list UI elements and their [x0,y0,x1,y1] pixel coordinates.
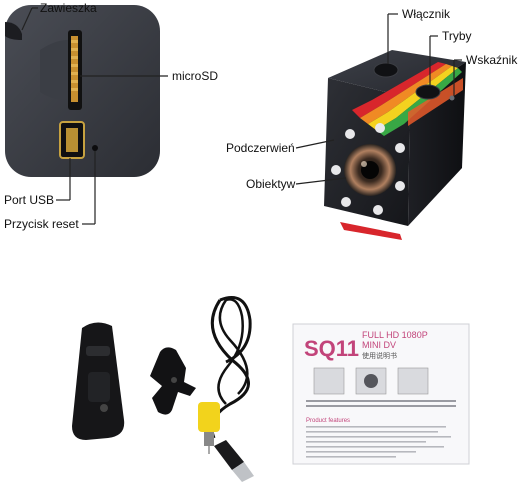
power-label: Włącznik [402,7,451,21]
indicator-light [449,95,455,101]
rainbow-stripe-orange [360,64,452,124]
reset-label: Przycisk reset [4,217,79,231]
bottom-stripe [340,222,402,240]
manual-heading-1: FULL HD 1080P [362,330,428,340]
camera-cube-view [324,50,466,240]
infrared-label: Podczerwień [226,141,295,155]
manual-caption-lines [306,400,456,407]
power-button [373,62,399,78]
rainbow-stripe-red [352,62,446,118]
side-rainbow [408,78,463,126]
manual-heading-3: 使用说明书 [362,351,397,360]
indicator-label: Wskaźnik [466,53,518,67]
slot-recess [40,40,68,100]
infrared-leader-line [295,139,335,149]
manual-text-lines [306,426,451,458]
modes-label: Tryby [442,29,472,43]
reset-hole [92,145,98,151]
lens-leader-line [295,177,347,185]
camera-back-view [5,5,160,177]
usb-port-inner [66,128,78,152]
user-manual: SQ11 FULL HD 1080P MINI DV 使用说明书 Product… [292,323,470,465]
rainbow-stripe-green [376,68,462,136]
manual-features-title: Product features [306,418,350,424]
hook-notch [5,22,22,40]
microsd-teeth [71,40,78,91]
microsd-label: microSD [172,69,218,83]
rainbow-stripe-yellow [368,66,458,130]
cube-top-face [328,50,466,98]
bracket-mount [150,347,196,415]
lens-highlight [361,161,367,167]
usb-port-label: Port USB [4,193,54,207]
hook-leader-line [21,7,33,31]
ir-led-ring [331,123,405,215]
microsd-card [71,36,78,102]
manual-model: SQ11 [304,336,359,361]
manual-heading-2: MINI DV [362,340,396,350]
clip-mount [72,322,125,440]
hook-label: Zawieszka [40,1,97,15]
usb-av-cable [198,296,254,482]
mode-button [415,84,441,100]
lens-label: Obiektyw [246,177,296,191]
